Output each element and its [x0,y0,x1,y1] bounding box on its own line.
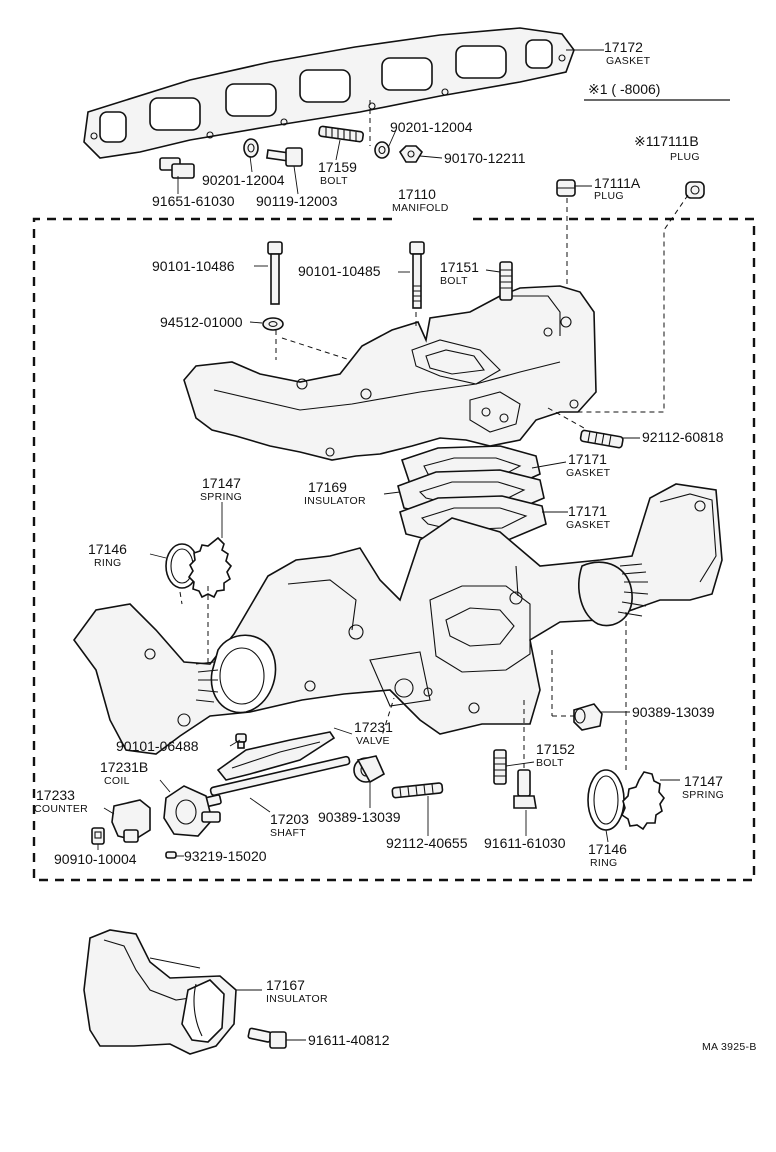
label-17146-right-name: RING [590,857,617,869]
label-90170: 90170-12211 [444,150,526,166]
label-17152-number: 17152 [536,741,575,757]
label-17171-upper-number: 17171 [568,451,607,467]
label-17159-number: 17159 [318,159,357,175]
stud-17152-drawing [493,749,507,785]
bolt-90119-drawing [265,147,303,167]
label-90101-06488: 90101-06488 [116,738,199,754]
label-90201-right: 90201-12004 [390,119,473,135]
label-17169-number: 17169 [308,479,347,495]
label-17111A-name: PLUG [594,190,624,202]
label-91651: 91651-61030 [152,193,235,209]
label-17169-name: INSULATOR [304,495,366,507]
intake-manifold-drawing [183,285,597,461]
washer-90201-left-drawing [243,138,259,158]
label-17231B-name: COIL [104,775,130,787]
shaft-17203-drawing [195,755,351,810]
label-17171-upper-name: GASKET [566,467,611,479]
label-17167-name: INSULATOR [266,993,328,1005]
bolt-91611-40812-drawing [247,1027,287,1049]
leader-lines [97,49,680,1041]
label-17231B-number: 17231B [100,759,148,775]
washer-94512-drawing [262,317,284,331]
stud-92112-40655-drawing [391,782,444,799]
label-17146-left-name: RING [94,557,121,569]
bolt-90101-06488-drawing [235,733,247,749]
stud-17159-drawing [318,125,364,143]
bolt-90101-10486-drawing [267,241,283,305]
gasket-17172-drawing [83,27,575,159]
bolt-91611-61030-drawing [513,769,537,809]
ring-17146-right-drawing [587,769,625,831]
label-92112-60818: 92112-60818 [642,429,724,445]
label-17151-number: 17151 [440,259,479,275]
label-17231-number: 17231 [354,719,393,735]
label-90910: 90910-10004 [54,851,137,867]
label-17233-name: COUNTER [34,803,88,815]
label-17172-number: 17172 [604,39,643,55]
spring-17147-right-drawing [621,771,665,831]
coil-17231B-drawing [163,785,221,837]
label-17171-lower-name: GASKET [566,519,611,531]
label-90389-lower: 90389-13039 [318,809,401,825]
label-17147-right-name: SPRING [682,789,724,801]
drawing-code: MA 3925-B [702,1041,757,1053]
spring-17147-left-drawing [187,536,233,599]
label-17146-left-number: 17146 [88,541,127,557]
applicability-note: ※1 ( -8006) [588,81,660,97]
heat-insulator-17167-drawing [83,929,237,1055]
washer-90201-right-drawing [374,141,390,159]
label-17146-right-number: 17146 [588,841,627,857]
label-17233-number: 17233 [36,787,75,803]
label-17147-left-number: 17147 [202,475,241,491]
label-94512: 94512-01000 [160,314,243,330]
label-90389-upper: 90389-13039 [632,704,715,720]
label-17203-number: 17203 [270,811,309,827]
label-17167-number: 17167 [266,977,305,993]
stud-17151-drawing [499,261,513,301]
valve-17231-drawing [216,731,336,781]
label-17110-number: 17110 [398,186,436,202]
label-91611-61030: 91611-61030 [484,835,566,851]
bushing-90389-lower-drawing [353,755,386,784]
label-90101-10485: 90101-10485 [298,263,381,279]
label-90201-left: 90201-12004 [202,172,285,188]
label-17152-name: BOLT [536,757,564,769]
label-91611-40812: 91611-40812 [308,1032,390,1048]
counter-17233-drawing [111,799,151,843]
screw-93219-drawing [165,851,177,859]
clip-90910-drawing [91,827,105,845]
stud-92112-60818-drawing [579,429,624,449]
exhaust-manifold-drawing [73,483,723,755]
label-90119: 90119-12003 [256,193,338,209]
label-93219: 93219-15020 [184,848,267,864]
label-17147-right-number: 17147 [684,773,723,789]
label-17111A-number: 17111A [594,175,641,191]
label-90101-10486: 90101-10486 [152,258,235,274]
label-17111B-number: ※117111B [634,133,699,149]
label-17203-name: SHAFT [270,827,306,839]
bushing-90389-upper-drawing [573,703,603,731]
plug-17111B-drawing [685,181,705,199]
label-17151-name: BOLT [440,275,468,287]
labels: 17172 GASKET ※1 ( -8006) 90201-12004 901… [34,39,757,1053]
label-17159-name: BOLT [320,175,348,187]
label-17171-lower-number: 17171 [568,503,607,519]
label-17172-name: GASKET [606,55,651,67]
plug-17111A-drawing [556,179,576,197]
label-17147-left-name: SPRING [200,491,242,503]
bolt-90101-10485-drawing [409,241,425,309]
nut-90170-drawing [398,145,424,163]
label-17231-name: VALVE [356,735,390,747]
assembly-frame [32,217,756,882]
label-17111B-name: PLUG [670,151,700,163]
bolt-91651-drawing [159,157,195,179]
label-17110-name: MANIFOLD [392,202,449,214]
label-92112-40655: 92112-40655 [386,835,468,851]
